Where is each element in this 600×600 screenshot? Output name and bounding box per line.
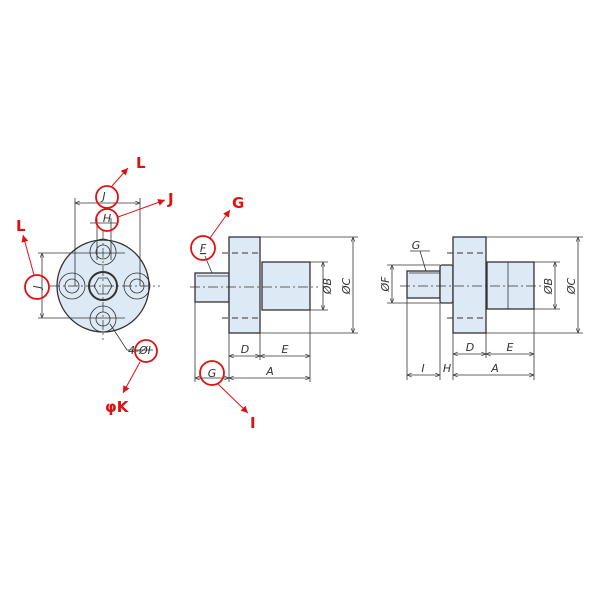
callout-stud: I <box>250 414 256 432</box>
side-view-1: D E A G ØB ØC F G I <box>190 194 358 432</box>
callout-hex: J <box>167 190 174 208</box>
dim-g-label: G <box>208 367 217 380</box>
flange <box>452 236 487 334</box>
dim-a-label: A <box>490 362 499 375</box>
dim-c-label: ØC <box>565 278 578 296</box>
front-view: J H J 4-ØI L J L φK <box>16 154 174 416</box>
callout-circle-hole <box>134 339 158 363</box>
dim-e-label: E <box>282 343 289 356</box>
dim-i-label: I <box>421 362 424 375</box>
callout-thread: G <box>232 194 244 212</box>
dim-b-label: ØB <box>321 278 334 295</box>
dim-h-label: H <box>103 212 111 225</box>
shaft <box>486 261 535 310</box>
dim-f-label: ØF <box>379 276 392 293</box>
dim-e-label: E <box>507 341 514 354</box>
neck <box>439 264 454 304</box>
callout-left: L <box>16 217 26 235</box>
dim-a-label: A <box>265 365 274 378</box>
dim-j-label: J <box>100 190 105 203</box>
dim-d-label: D <box>466 341 474 354</box>
dim-c-label: ØC <box>340 278 353 296</box>
callout-circle-left <box>24 274 50 300</box>
side-view-2: ØF G D E I H A ØB ØC <box>379 236 583 380</box>
shaft <box>261 261 311 311</box>
callout-circle-h <box>95 208 119 232</box>
callout-circle-thread <box>190 235 216 261</box>
dim-vertical-j-label: J <box>31 285 44 290</box>
threaded-stud <box>406 270 441 299</box>
callout-top: L <box>136 154 146 172</box>
dim-d-label: D <box>241 343 249 356</box>
thread-label: G <box>412 239 421 252</box>
hole-callout-label: 4-ØI <box>128 344 151 357</box>
threaded-stud <box>194 272 230 303</box>
callout-circle-j <box>95 185 119 209</box>
callout-hole: φK <box>105 398 130 416</box>
flange <box>228 236 261 334</box>
dim-b-label: ØB <box>542 278 555 295</box>
thread-label: F <box>200 242 207 255</box>
callout-circle-stud <box>199 360 225 386</box>
dim-h-label: H <box>443 362 451 375</box>
